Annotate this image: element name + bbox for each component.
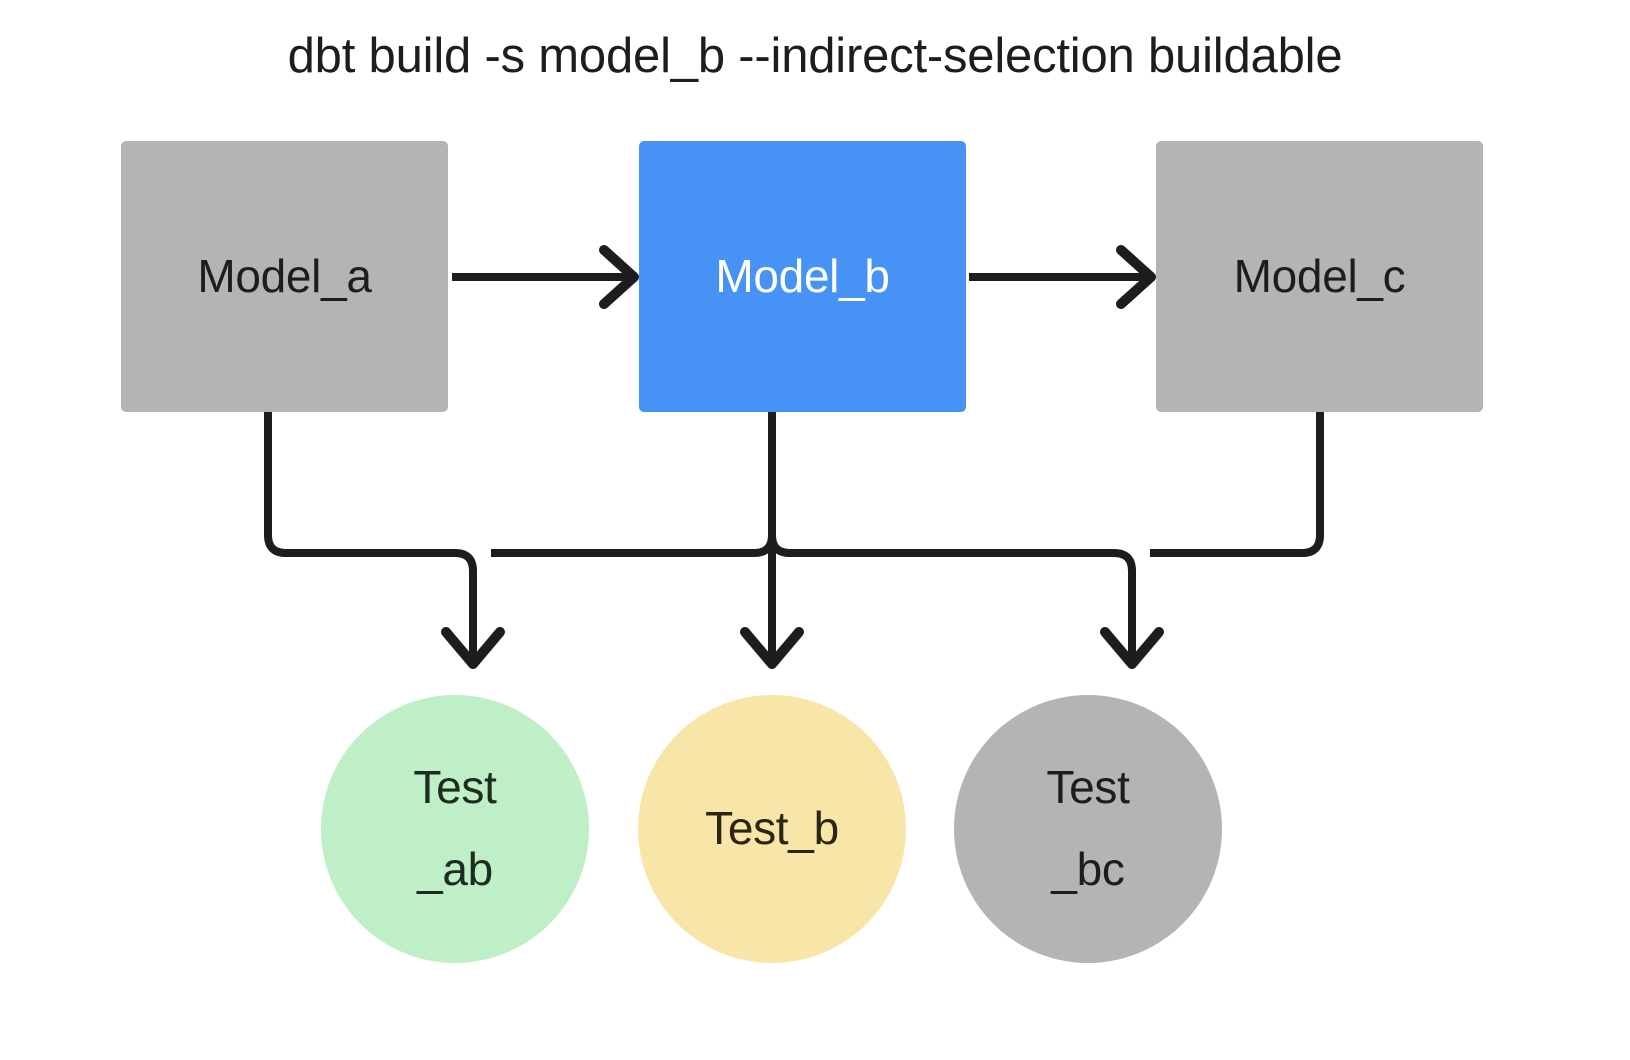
edge-model-b-to-test-ab <box>491 534 776 557</box>
node-model-b-label: Model_b <box>715 250 890 303</box>
diagram-title: dbt build -s model_b --indirect-selectio… <box>287 29 1343 83</box>
node-test-ab-label-line1: Test <box>413 761 497 814</box>
node-test-b[interactable]: Test_b <box>638 695 906 963</box>
node-model-c[interactable]: Model_c <box>1156 141 1483 412</box>
node-model-a-label: Model_a <box>197 250 372 303</box>
node-model-c-label: Model_c <box>1233 250 1406 303</box>
node-test-bc[interactable]: Test _bc <box>954 695 1222 963</box>
node-test-bc-label-line2: _bc <box>1051 843 1125 895</box>
node-test-ab[interactable]: Test _ab <box>321 695 589 963</box>
edge-model-b-to-test-bc <box>768 534 1164 669</box>
node-test-bc-label-line1: Test <box>1046 761 1130 814</box>
node-test-b-label-line1: Test_b <box>705 802 839 855</box>
node-test-ab-label-line2: _ab <box>417 843 493 895</box>
edge-model-c-to-test-bc <box>1150 412 1324 557</box>
edge-model-a-to-model-b <box>452 245 639 309</box>
edge-model-a-to-test-ab <box>264 412 505 669</box>
node-model-b[interactable]: Model_b <box>639 141 966 412</box>
edge-model-b-to-test-b <box>740 412 804 669</box>
edge-model-b-to-model-c <box>969 245 1156 309</box>
node-model-a[interactable]: Model_a <box>121 141 448 412</box>
